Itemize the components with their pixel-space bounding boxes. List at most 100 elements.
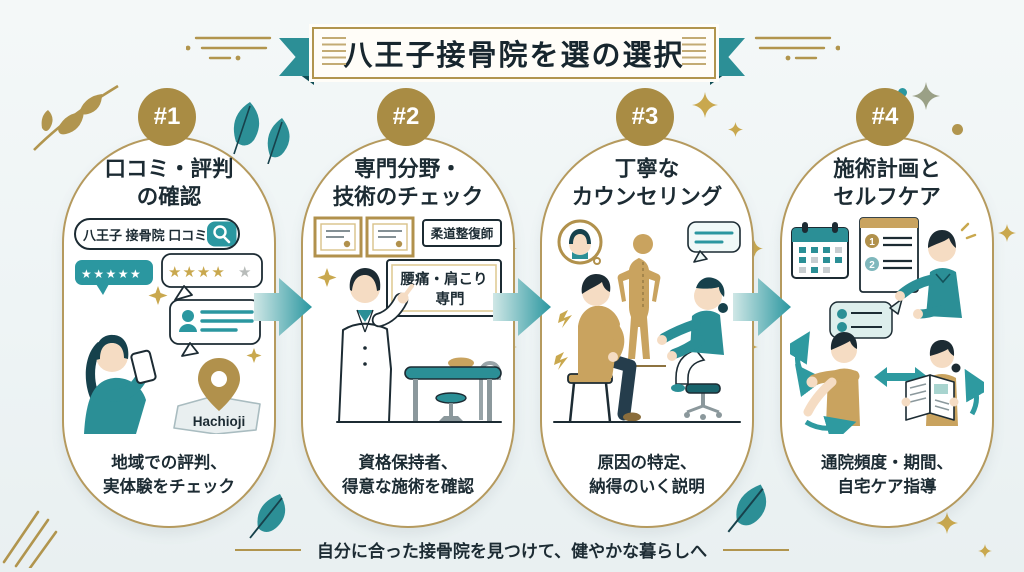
step-card-1: 口コミ・評判 の確認 八王子 接骨院 口コミ ★★★★★ ★★ [62,136,276,528]
step-2-caption: 資格保持者、 得意な施術を確認 [303,452,513,500]
ribbon-fold-right [710,74,725,85]
step-1-caption-line2: 実体験をチェック [103,478,235,497]
banner-hatch-left [322,37,346,69]
patient-illustration [554,274,641,423]
step-4-heading-line1: 施術計画と [833,157,941,181]
patient-avatar-bubble [557,219,603,265]
review-bubble [169,299,261,357]
step-1-illustration: 八王子 接骨院 口コミ ★★★★★ ★★★★ ★ [74,218,263,434]
step-2-caption-line1: 資格保持者、 [358,454,458,473]
step-1-caption: 地域での評判、 実体験をチェック [64,452,274,500]
reviewer-avatar-icon [179,310,197,332]
title-banner: 八王子接骨院を選の選択 [312,27,716,79]
gold-dot-icon [952,124,963,135]
teal-leaf-icon [249,494,286,539]
footer-line-left [234,548,301,551]
step-4-illustration: 1 2 [790,217,984,434]
banner-hatch-right [682,37,706,69]
step-2-illustration: 柔道整復師 腰痛・肩こり 専門 [313,216,502,423]
step-3-caption-line2: 納得のいく説明 [589,478,705,497]
sparkle-icon [692,92,718,118]
step-3-caption: 原因の特定、 納得のいく説明 [542,452,752,500]
double-arrow-icon [874,367,928,387]
step-3-illustration [553,219,741,423]
step-card-3: 丁寧な カウンセリング [540,136,754,528]
step-2-heading-line2: 技術のチェック [332,185,484,210]
svg-text:八王子 接骨院 口コミ: 八王子 接骨院 口コミ [82,228,207,243]
certificate-frame-icon [313,216,363,258]
step-2-caption-line2: 得意な施術を確認 [342,478,474,497]
step-4-caption-line2: 自宅ケア指導 [837,478,937,497]
svg-text:2: 2 [869,260,875,271]
svg-text:柔道整復師: 柔道整復師 [430,226,494,241]
step-arrow-2-icon [493,278,551,336]
page-title: 八王子接骨院を選の選択 [343,40,685,72]
practitioner-illustration [895,222,977,319]
teal-leaves-icon [233,102,290,164]
certificate-frame-icon [365,216,415,258]
pain-bolt-icon [554,352,568,370]
step-3-badge: #3 [616,88,674,146]
pain-bolt-icon [558,310,572,328]
ribbon-fold-left [299,74,314,85]
doctor-illustration [338,268,414,423]
advice-bubble [829,298,903,339]
step-card-4: 施術計画と セルフケア 1 [780,136,994,528]
search-icon [213,225,231,244]
step-1-heading: 口コミ・評判 の確認 [64,155,274,212]
sparkle-icon [728,122,743,137]
search-button [207,221,237,247]
teal-leaf-icon [727,484,767,533]
step-4-heading: 施術計画と セルフケア [782,155,992,212]
sparkle-icon [998,224,1016,242]
step-4-caption-line1: 通院頻度・期間、 [821,454,953,473]
footer-tagline: 自分に合った接骨院を見つけて、健やかな暮らしへ [0,537,1024,562]
sparkle-icon [978,544,992,558]
step-2-heading-line1: 専門分野・ [354,157,462,181]
svg-text:腰痛・肩こり: 腰痛・肩こり [400,270,488,288]
step-arrow-1-icon [254,278,312,336]
woman-with-phone-illustration [84,334,157,434]
calendar-icon [791,222,849,279]
step-3-heading: 丁寧な カウンセリング [542,155,752,212]
svg-text:★: ★ [238,264,251,281]
step-4-heading-line2: セルフケア [833,185,941,210]
sparkle-icon [936,512,958,534]
step-3-heading-line1: 丁寧な [614,157,680,181]
step-arrow-3-icon [733,278,791,336]
speed-lines-left-decoration [186,36,272,61]
treatment-plan-card: 1 2 [859,217,919,293]
step-3-caption-line1: 原因の特定、 [597,454,697,473]
sparkle-icon [746,240,763,257]
svg-text:1: 1 [869,237,875,248]
specialty-sign: 腰痛・肩こり 専門 [386,259,502,317]
step-3-heading-line2: カウンセリング [571,185,723,210]
step-4-badge: #4 [856,88,914,146]
step-1-badge: #1 [138,88,196,146]
practitioner-illustration [657,277,728,420]
svg-text:専門: 専門 [436,290,465,308]
anatomy-figure [617,234,666,367]
footer-line-right [723,548,790,551]
gold-lines-corner-decoration [2,510,58,568]
map-pin-illustration: Hachioji [173,348,262,434]
rating-bubble-white: ★★★★ ★ [161,253,263,301]
treatment-table-illustration [404,357,502,421]
step-4-caption: 通院頻度・期間、 自宅ケア指導 [782,452,992,500]
reading-person-illustration [901,340,984,426]
emphasis-lines-icon [960,222,977,240]
svg-text:★★★★: ★★★★ [168,264,226,281]
step-1-heading-line2: の確認 [136,185,202,210]
sparkle-icon [317,268,337,287]
explanation-bubble [687,221,741,263]
license-label: 柔道整復師 [422,219,502,247]
smartphone-icon [130,349,157,384]
stretching-person-illustration [790,331,860,434]
step-1-caption-line1: 地域での評判、 [111,454,227,473]
step-1-heading-line1: 口コミ・評判 [104,157,234,181]
step-2-heading: 専門分野・ 技術のチェック [303,155,513,212]
svg-text:Hachioji: Hachioji [193,414,246,429]
speed-lines-right-decoration [754,36,840,61]
footer-text: 自分に合った接骨院を見つけて、健やかな暮らしへ [316,542,708,561]
